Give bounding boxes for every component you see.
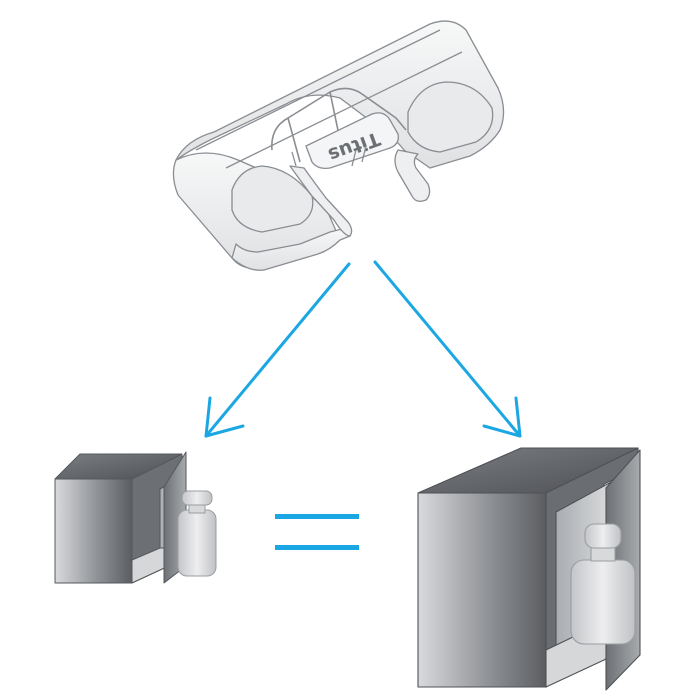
device-front-lip (231, 227, 351, 271)
device-right-hook (394, 149, 431, 202)
weight-icon (570, 523, 636, 645)
device-right-cup (407, 81, 494, 153)
device-ridge (195, 29, 463, 169)
small-cabinet-icon (54, 451, 217, 584)
device-left-hook (289, 165, 353, 237)
push-latch-device-icon: Titus (172, 20, 505, 271)
equals-sign (275, 514, 359, 550)
device-paddle (305, 112, 399, 170)
large-cabinet-icon (417, 447, 641, 691)
equals-bar-top (275, 514, 359, 519)
arrow-left (204, 262, 351, 438)
arrows (204, 260, 522, 438)
weight-icon (177, 490, 217, 577)
weight-large-body (570, 559, 636, 645)
weight-small-body (177, 509, 217, 577)
weight-small-knob (181, 490, 213, 506)
weight-large-knob (584, 523, 622, 549)
device-tabs (291, 145, 367, 167)
arrow-right (373, 260, 522, 438)
large-cabinet-front (417, 492, 547, 688)
equals-bar-bottom (275, 545, 359, 550)
small-cabinet-front (54, 478, 133, 584)
